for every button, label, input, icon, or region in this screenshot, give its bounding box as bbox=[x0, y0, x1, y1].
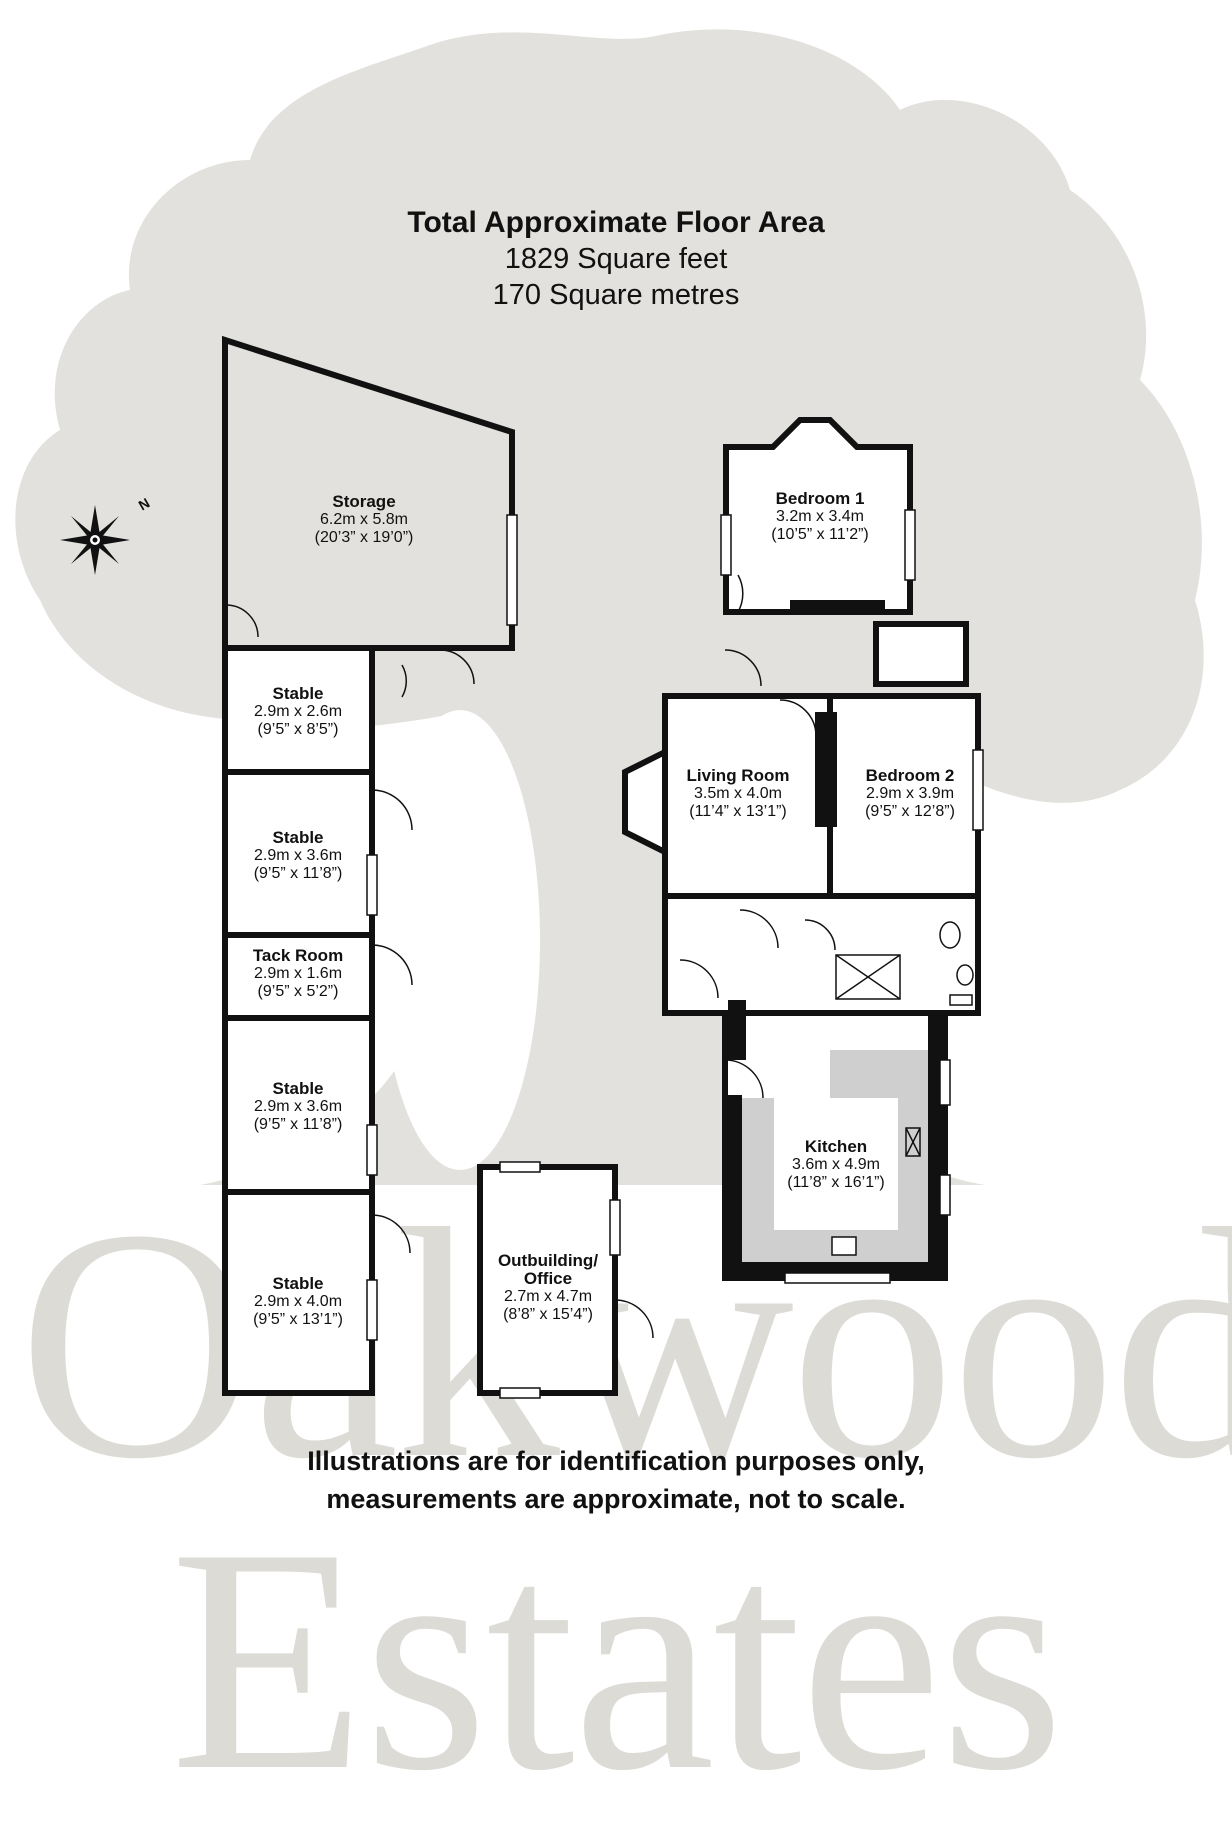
disclaimer-line-1: Illustrations are for identification pur… bbox=[307, 1446, 925, 1476]
tree-canopy bbox=[15, 29, 1204, 803]
room-label-tack-room: Tack Room 2.9m x 1.6m (9’5” x 5’2”) bbox=[252, 946, 344, 1001]
room-label-kitchen: Kitchen 3.6m x 4.9m (11’8” x 16’1”) bbox=[787, 1137, 885, 1192]
room-label-stable-3: Stable 2.9m x 3.6m (9’5” x 11’8”) bbox=[253, 1079, 343, 1134]
tree-silhouette bbox=[15, 29, 1204, 1185]
room-label-stable-1: Stable 2.9m x 2.6m (9’5” x 8’5”) bbox=[253, 684, 343, 739]
room-label-outbuilding-office: Outbuilding/ Office 2.7m x 4.7m (8’8” x … bbox=[497, 1251, 599, 1324]
room-label-bedroom-1: Bedroom 1 3.2m x 3.4m (10’5” x 11’2”) bbox=[771, 489, 869, 544]
room-label-storage: Storage 6.2m x 5.8m (20’3” x 19’0”) bbox=[314, 492, 414, 547]
room-label-bedroom-2: Bedroom 2 2.9m x 3.9m (9’5” x 12’8”) bbox=[865, 766, 955, 821]
living-outline bbox=[662, 693, 833, 899]
trunk-hollow bbox=[380, 710, 540, 1170]
compass-icon bbox=[60, 505, 130, 575]
storage-outline bbox=[222, 335, 515, 651]
bedroom1-outline bbox=[723, 417, 913, 615]
room-label-stable-4: Stable 2.9m x 4.0m (9’5” x 13’1”) bbox=[253, 1274, 343, 1329]
outbuilding-outline bbox=[477, 1164, 618, 1396]
area-square-metres: 170 Square metres bbox=[492, 279, 740, 311]
tree-trunk bbox=[200, 700, 985, 1185]
room-label-stable-2: Stable 2.9m x 3.6m (9’5” x 11’8”) bbox=[253, 828, 343, 883]
watermark-oakwood: Oakwood bbox=[18, 1162, 1232, 1527]
area-square-feet: 1829 Square feet bbox=[504, 243, 728, 275]
disclaimer-line-2: measurements are approximate, not to sca… bbox=[326, 1484, 906, 1514]
floor-plan-drawing bbox=[15, 29, 1204, 1399]
room-label-living-room: Living Room 3.5m x 4.0m (11’4” x 13’1”) bbox=[686, 766, 790, 821]
total-area-title: Total Approximate Floor Area bbox=[407, 206, 825, 239]
